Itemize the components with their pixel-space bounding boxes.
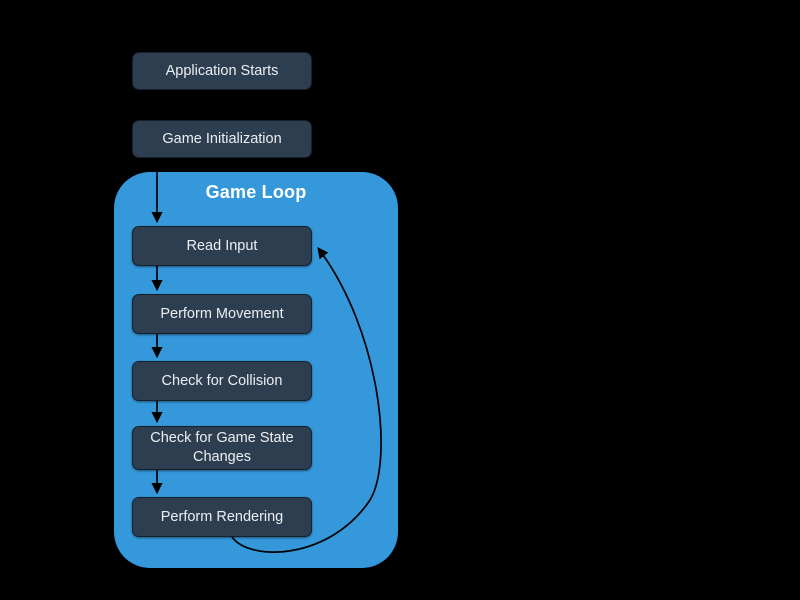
node-game-initialization[interactable]: Game Initialization bbox=[132, 120, 312, 158]
node-application-starts[interactable]: Application Starts bbox=[132, 52, 312, 90]
node-check-for-game-state-changes[interactable]: Check for Game State Changes bbox=[132, 426, 312, 470]
node-perform-rendering[interactable]: Perform Rendering bbox=[132, 497, 312, 537]
node-read-input[interactable]: Read Input bbox=[132, 226, 312, 266]
node-perform-movement[interactable]: Perform Movement bbox=[132, 294, 312, 334]
game-loop-title: Game Loop bbox=[205, 182, 307, 202]
node-check-for-collision[interactable]: Check for Collision bbox=[132, 361, 312, 401]
